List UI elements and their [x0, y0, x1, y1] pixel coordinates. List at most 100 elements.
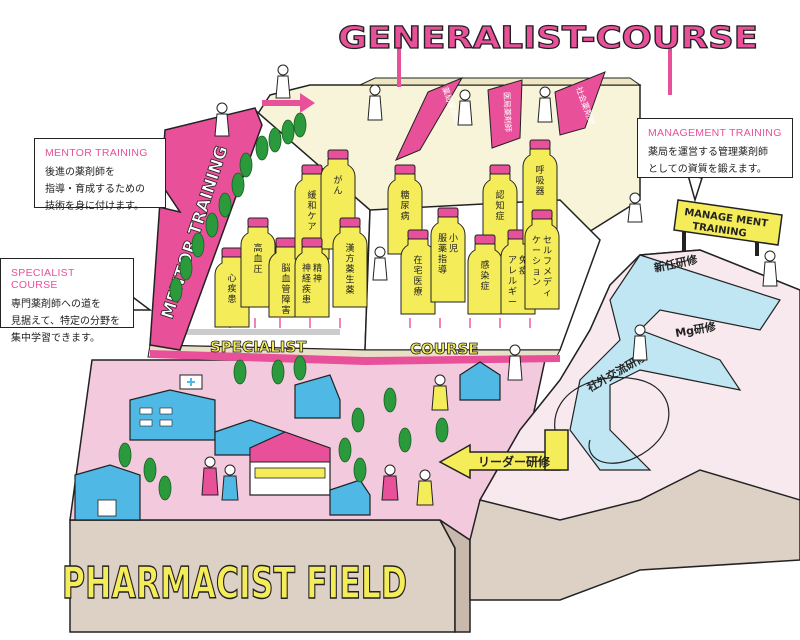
bottle-label-char: 在 [413, 254, 422, 266]
bottle-label-char: 病 [400, 210, 409, 222]
bottle-label-char: 宅 [413, 265, 422, 277]
bottle-label-char: 症 [480, 280, 489, 292]
bottle-12: 感染症 [467, 234, 503, 315]
pharmacist-field-title: PHARMACIST FIELD [62, 558, 407, 609]
management-training-title: MANAGEMENT TRAINING [648, 127, 782, 139]
bottle-cap [327, 149, 349, 160]
bottle-label-char: 器 [535, 186, 544, 197]
bottle-label-char: ん [333, 186, 342, 197]
bottle-label-char: ー [508, 298, 517, 308]
bottle-label-char: 症 [495, 210, 504, 222]
bottle-label-char: 認 [495, 189, 504, 201]
bottle-label-char: セ [543, 235, 552, 246]
bottle-label-char: 血 [253, 253, 262, 265]
bottle-label-char: 障 [281, 294, 290, 306]
bottle-label-char: メ [543, 268, 552, 278]
bottle-label-char: デ [543, 276, 552, 288]
bottle-label-char: ル [508, 277, 517, 287]
bottle-label-char: ア [508, 256, 517, 266]
bottle-body [524, 218, 560, 310]
bottle-label-char: ギ [508, 287, 517, 298]
tree-row [169, 112, 307, 303]
bottle-body [400, 238, 436, 315]
bottle-cap [301, 237, 323, 248]
book-course-label: COURSE [410, 340, 479, 358]
bottle-label-char: 疾 [302, 283, 311, 295]
leader-training-label: リーダー研修 [478, 454, 551, 469]
bottle-label-char: 生 [345, 274, 354, 286]
bottle-label-char: 薬 [438, 243, 447, 255]
bottle-label-char: 服 [438, 233, 447, 244]
bottle-label-char: 脳 [281, 262, 290, 274]
bottle-body [332, 226, 368, 308]
management-training-callout: MANAGEMENT TRAINING 薬局を運営する管理薬剤師 としての資質を… [637, 118, 793, 178]
bottle-cap [407, 229, 429, 240]
management-sign [673, 199, 783, 256]
bottle-label-char: 管 [281, 283, 290, 295]
bottle-group: 心疾患高血圧脳血管障害緩和ケアがん精神神経疾患漢方薬生薬糖尿病在宅医療小児服薬指… [214, 139, 560, 328]
bottle-label-char: 方 [345, 253, 354, 265]
management-training-text: 薬局を運営する管理薬剤師 としての資質を鍛えます。 [648, 147, 768, 175]
generalist-ribbons [394, 71, 606, 161]
people-colored [201, 374, 449, 506]
bottle-label-char: 漢 [345, 242, 354, 254]
bottle-cap [221, 247, 243, 258]
left-building [74, 464, 141, 521]
bottle-2: 高血圧 [240, 217, 276, 308]
bottle-cap [529, 139, 551, 150]
people [214, 64, 778, 381]
mentor-training-title: MENTOR TRAINING [45, 147, 148, 159]
mentor-training-callout: MENTOR TRAINING 後進の薬剤師を 指導・育成するための 技術を身に… [34, 138, 166, 212]
bottle-label-char: 医 [413, 276, 422, 287]
bottle-label-char: 心 [227, 273, 236, 284]
bottle-label-char: シ [532, 257, 541, 267]
specialist-course-callout: SPECIALIST COURSE 専門薬剤師への道を 見据えて、特定の分野を … [0, 258, 134, 344]
bottle-label-char: ケ [307, 211, 316, 222]
bottle-label-char: ョ [532, 268, 541, 278]
bottle-label-char: 精 [313, 262, 322, 274]
bottle-label-char: 疾 [227, 283, 236, 295]
bottle-cap [394, 164, 416, 175]
bottle-label-char: フ [543, 257, 552, 267]
bottle-label-char: 導 [438, 264, 447, 276]
bottle-label-char: 免 [519, 254, 528, 266]
bottle-label-char: 尿 [400, 201, 409, 212]
bottle-label-char: ー [532, 247, 541, 257]
bottle-label-char: ン [532, 278, 541, 288]
bottle-label-char: 害 [281, 304, 290, 316]
bottle-label-char: 呼 [535, 165, 544, 176]
specialist-course-title: SPECIALIST COURSE [11, 267, 75, 291]
field-trees [118, 355, 449, 501]
header-arrows [262, 45, 672, 113]
bottle-label-char: 緩 [307, 189, 316, 201]
bottle-label-char: 和 [307, 201, 316, 212]
bottle-cap [474, 234, 496, 245]
bottle-cap [531, 209, 553, 220]
clinic-building [129, 389, 216, 441]
bottle-label-char: レ [508, 267, 517, 277]
book-specialist-label: SPECIALIST [210, 338, 307, 356]
bottle-label-char: 疫 [519, 265, 528, 277]
bottle-label-char: 患 [302, 294, 311, 306]
bottle-label-char: ル [543, 247, 552, 257]
bottle-label-char: 薬 [345, 284, 354, 296]
bottle-label-char: ア [307, 223, 316, 233]
bottle-label-char: 神 [302, 262, 311, 274]
bottle-label-char: 知 [495, 200, 504, 212]
bottle-label-char: が [333, 174, 342, 186]
mentor-training-text: 後進の薬剤師を 指導・育成するための 技術を身に付けます。 [45, 167, 145, 212]
bottle-body [430, 216, 466, 303]
bottle-cap [489, 164, 511, 175]
bottle-label-char: 神 [313, 273, 322, 285]
bottle-label-char: 圧 [253, 264, 262, 275]
bottle-label-char: ィ [543, 289, 552, 299]
bottle-label-char: 経 [302, 273, 311, 285]
bottle-label-char: 血 [281, 273, 290, 285]
